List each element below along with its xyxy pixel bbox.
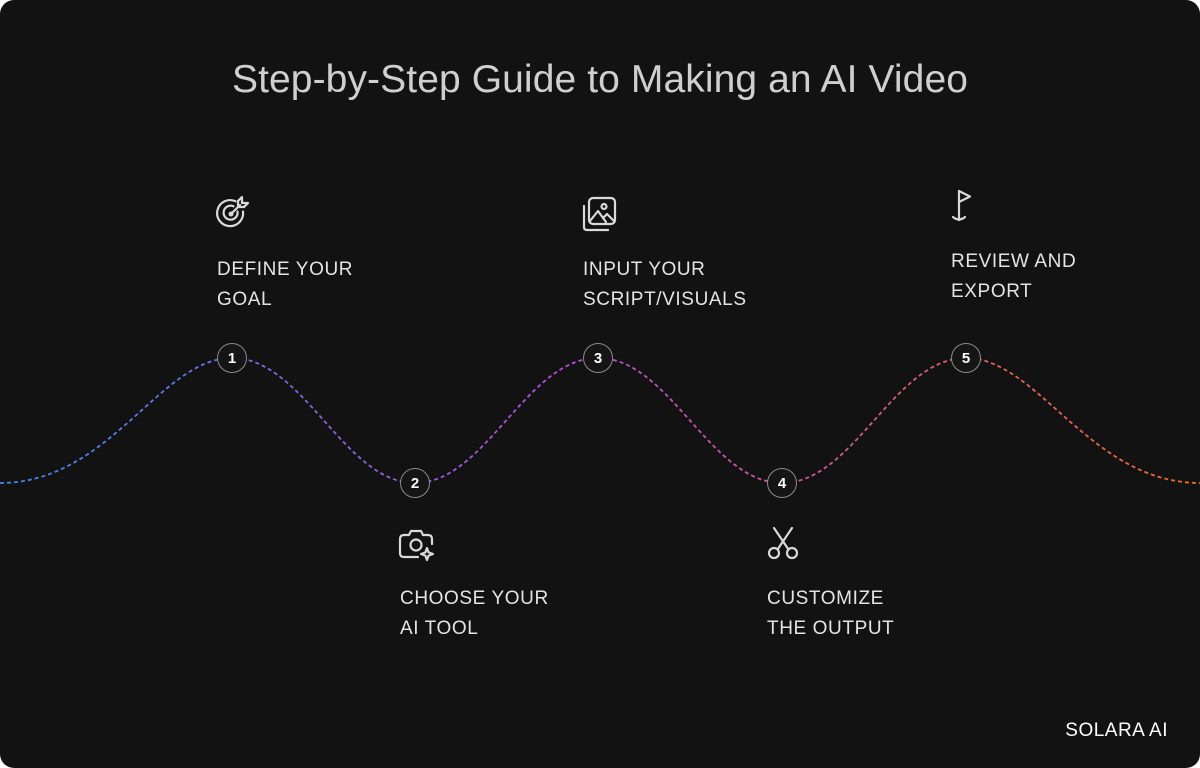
- step-3-label-line2: SCRIPT/VISUALS: [583, 289, 747, 310]
- step-5-label-line1: REVIEW AND: [951, 251, 1077, 272]
- flag-icon: [945, 186, 985, 226]
- camera-sparkle-icon: [396, 524, 436, 564]
- step-5-node: 5: [951, 343, 981, 373]
- wave-line: [0, 357, 1200, 484]
- step-2-label: CHOOSE YOUR AI TOOL: [400, 584, 620, 644]
- step-1-label: DEFINE YOUR GOAL: [217, 255, 437, 315]
- step-2-label-line1: CHOOSE YOUR: [400, 588, 549, 609]
- step-4-label-line1: CUSTOMIZE: [767, 588, 884, 609]
- step-4-label: CUSTOMIZE THE OUTPUT: [767, 584, 987, 644]
- scissors-icon: [763, 524, 803, 564]
- target-arrow-icon: [213, 194, 253, 234]
- brand-logo: SOLARA AI: [1065, 720, 1168, 741]
- image-gallery-icon: [579, 194, 619, 234]
- page-title: Step-by-Step Guide to Making an AI Video: [231, 58, 969, 101]
- step-1-label-line1: DEFINE YOUR: [217, 259, 354, 280]
- step-3-label: INPUT YOUR SCRIPT/VISUALS: [583, 255, 803, 315]
- step-2-node: 2: [400, 468, 430, 498]
- step-4-label-line2: THE OUTPUT: [767, 618, 895, 639]
- step-4-node: 4: [767, 468, 797, 498]
- step-5-label: REVIEW AND EXPORT: [951, 247, 1171, 307]
- step-1-label-line2: GOAL: [217, 289, 273, 310]
- step-3-node: 3: [583, 343, 613, 373]
- step-2-label-line2: AI TOOL: [400, 618, 479, 639]
- step-5-label-line2: EXPORT: [951, 281, 1033, 302]
- step-3-label-line1: INPUT YOUR: [583, 259, 706, 280]
- step-1-node: 1: [217, 343, 247, 373]
